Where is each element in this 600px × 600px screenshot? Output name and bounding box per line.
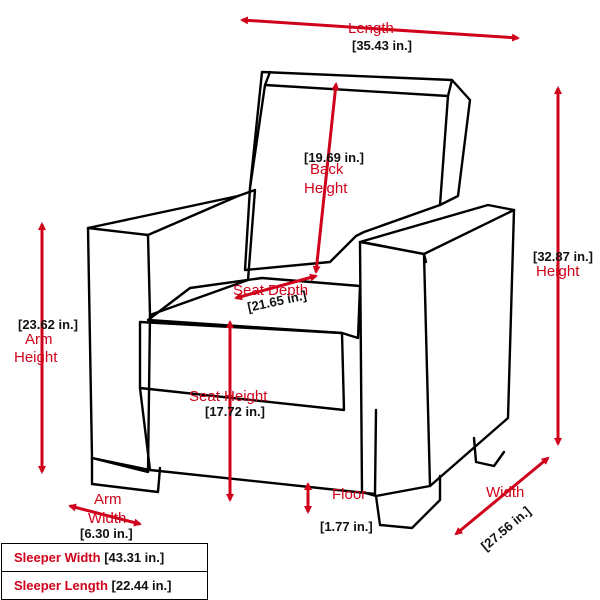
- width-arrow: [454, 456, 550, 536]
- length-label: Length: [348, 20, 394, 37]
- sleeper-width-row: Sleeper Width [43.31 in.]: [2, 544, 207, 571]
- arm-width-label-line1: Arm: [94, 491, 122, 508]
- height-value: [32.87 in.]: [533, 249, 593, 264]
- seat-height-label: Seat Height: [189, 388, 268, 405]
- backrest: [243, 70, 472, 272]
- sleeper-legend: Sleeper Width [43.31 in.] Sleeper Length…: [1, 543, 208, 600]
- floor-label: Floor: [332, 486, 367, 503]
- seat-depth-arrow: [234, 273, 318, 301]
- arm-height-label-line2: Height: [14, 349, 58, 366]
- right-arm: [358, 203, 516, 498]
- arm-height-value: [23.62 in.]: [18, 317, 78, 332]
- back-height-label-line1: Back: [310, 161, 344, 178]
- sleeper-length-value: [22.44 in.]: [111, 578, 172, 593]
- width-label: Width: [486, 484, 525, 501]
- seat-height-value: [17.72 in.]: [205, 404, 265, 419]
- height-label: Height: [536, 263, 580, 280]
- sleeper-length-row: Sleeper Length [22.44 in.]: [2, 571, 207, 599]
- floor-value: [1.77 in.]: [320, 519, 373, 534]
- back-height-arrow: [312, 82, 340, 274]
- arm-width-arrow: [68, 503, 142, 527]
- sleeper-length-name: Sleeper Length: [14, 578, 112, 593]
- length-value: [35.43 in.]: [352, 38, 412, 53]
- sleeper-width-value: [43.31 in.]: [104, 550, 165, 565]
- back-height-label-line2: Height: [304, 180, 348, 197]
- arm-height-label-line1: Arm: [25, 331, 53, 348]
- dimension-arrows: [38, 16, 562, 536]
- front-right-leg: [374, 474, 442, 530]
- chair-base: [138, 386, 378, 496]
- length-arrow: [240, 16, 520, 42]
- back-height-value: [19.69 in.]: [304, 150, 364, 165]
- sleeper-width-name: Sleeper Width: [14, 550, 105, 565]
- arm-width-value: [6.30 in.]: [80, 526, 133, 541]
- front-left-leg: [90, 456, 162, 494]
- seat-depth-label: Seat Depth: [233, 282, 309, 299]
- arm-width-label-line2: Width: [88, 510, 127, 527]
